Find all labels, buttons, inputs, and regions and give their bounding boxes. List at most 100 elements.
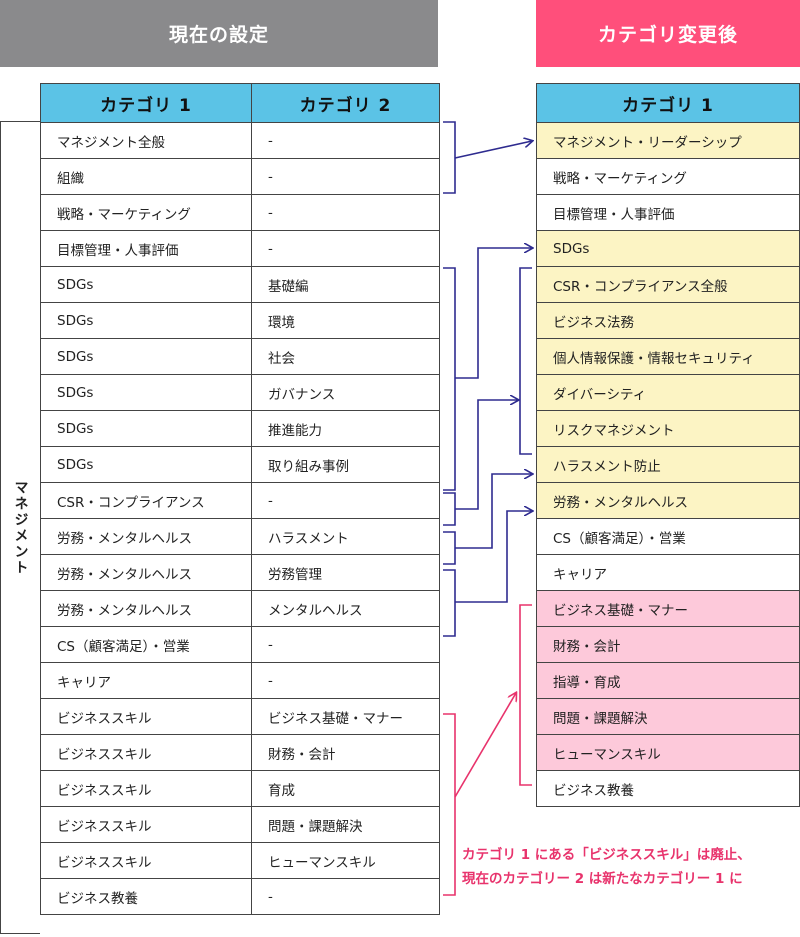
after-table-row: 目標管理・人事評価: [536, 194, 800, 231]
current-table-row: ビジネス教養-: [40, 878, 440, 915]
group-label: マネジメント: [12, 479, 29, 576]
current-category2-cell: -: [251, 122, 440, 159]
after-category1-cell: ハラスメント防止: [536, 446, 800, 483]
after-category1-cell: 問題・課題解決: [536, 698, 800, 735]
arrow-to-leadership: [454, 141, 532, 159]
current-table-row: 労務・メンタルヘルスハラスメント: [40, 518, 440, 555]
current-category-table: カテゴリ 1 カテゴリ 2 マネジメント全般-組織-戦略・マーケティング-目標管…: [40, 83, 440, 915]
after-table-header-row: カテゴリ 1: [536, 83, 800, 123]
current-category1-cell: 労務・メンタルヘルス: [40, 518, 252, 555]
current-category1-cell: 労務・メンタルヘルス: [40, 554, 252, 591]
current-category2-cell: メンタルヘルス: [251, 590, 440, 627]
current-category1-cell: ビジネス教養: [40, 878, 252, 915]
current-category2-cell: ビジネス基礎・マナー: [251, 698, 440, 735]
current-table-row: 戦略・マーケティング-: [40, 194, 440, 231]
after-category1-cell: 個人情報保護・情報セキュリティ: [536, 338, 800, 375]
current-table-row: マネジメント全般-: [40, 122, 440, 159]
after-change-banner: カテゴリ変更後: [536, 0, 800, 67]
current-category1-cell: ビジネススキル: [40, 734, 252, 771]
current-category1-cell: SDGs: [40, 374, 252, 411]
current-category2-cell: -: [251, 662, 440, 699]
group-label-cell: マネジメント: [0, 121, 40, 934]
current-category2-cell: -: [251, 878, 440, 915]
after-table-row: リスクマネジメント: [536, 410, 800, 447]
current-table-row: 労務・メンタルヘルス労務管理: [40, 554, 440, 591]
current-category1-cell: CS（顧客満足）・営業: [40, 626, 252, 663]
current-category2-cell: -: [251, 482, 440, 519]
after-table-row: CS（顧客満足）・営業: [536, 518, 800, 555]
after-table-row: ダイバーシティ: [536, 374, 800, 411]
current-category1-cell: 労務・メンタルヘルス: [40, 590, 252, 627]
bracket-csr-current: [443, 492, 456, 526]
current-table-row: ビジネススキル問題・課題解決: [40, 806, 440, 843]
arrow-to-labor: [455, 511, 532, 603]
current-category2-cell: ハラスメント: [251, 518, 440, 555]
after-table-row: 指導・育成: [536, 662, 800, 699]
after-table-row: ビジネス基礎・マナー: [536, 590, 800, 627]
current-table-row: ビジネススキル育成: [40, 770, 440, 807]
current-category1-cell: SDGs: [40, 410, 252, 447]
after-table-row: ハラスメント防止: [536, 446, 800, 483]
current-table-row: ビジネススキル財務・会計: [40, 734, 440, 771]
bracket-business-skill: [443, 713, 456, 896]
arrow-to-harassment: [455, 474, 532, 549]
after-category1-cell: SDGs: [536, 230, 800, 267]
after-category1-cell: ヒューマンスキル: [536, 734, 800, 771]
current-category1-cell: ビジネススキル: [40, 842, 252, 879]
after-col-category1: カテゴリ 1: [536, 83, 800, 123]
bracket-labor: [443, 569, 456, 637]
after-table-row: マネジメント・リーダーシップ: [536, 122, 800, 159]
after-category-table: カテゴリ 1 マネジメント・リーダーシップ戦略・マーケティング目標管理・人事評価…: [536, 83, 800, 807]
arrow-to-sdgs: [455, 248, 532, 379]
current-table-row: 労務・メンタルヘルスメンタルヘルス: [40, 590, 440, 627]
after-category1-cell: 指導・育成: [536, 662, 800, 699]
current-settings-title: 現在の設定: [168, 24, 269, 46]
current-category1-cell: ビジネススキル: [40, 806, 252, 843]
after-table-row: 労務・メンタルヘルス: [536, 482, 800, 519]
current-category1-cell: キャリア: [40, 662, 252, 699]
after-table-row: 財務・会計: [536, 626, 800, 663]
current-category2-cell: -: [251, 230, 440, 267]
bracket-sdgs: [443, 267, 456, 491]
bracket-csr-after: [519, 267, 532, 455]
current-category2-cell: 環境: [251, 302, 440, 339]
note-line-2: 現在のカテゴリー 2 は新たなカテゴリー 1 に: [462, 871, 743, 887]
after-category1-cell: マネジメント・リーダーシップ: [536, 122, 800, 159]
after-category1-cell: ビジネス基礎・マナー: [536, 590, 800, 627]
after-table-row: ビジネス法務: [536, 302, 800, 339]
bracket-harassment: [443, 531, 456, 565]
current-category2-cell: 労務管理: [251, 554, 440, 591]
after-category1-cell: キャリア: [536, 554, 800, 591]
current-category2-cell: -: [251, 626, 440, 663]
current-category2-cell: 問題・課題解決: [251, 806, 440, 843]
after-table-row: SDGs: [536, 230, 800, 267]
arrow-to-business-group: [454, 693, 516, 798]
current-category1-cell: SDGs: [40, 446, 252, 483]
current-category1-cell: SDGs: [40, 302, 252, 339]
current-category1-cell: CSR・コンプライアンス: [40, 482, 252, 519]
current-table-row: CSR・コンプライアンス-: [40, 482, 440, 519]
current-category1-cell: SDGs: [40, 266, 252, 303]
current-table-row: 組織-: [40, 158, 440, 195]
after-table-row: 個人情報保護・情報セキュリティ: [536, 338, 800, 375]
after-category1-cell: 財務・会計: [536, 626, 800, 663]
after-table-row: ヒューマンスキル: [536, 734, 800, 771]
current-category2-cell: 育成: [251, 770, 440, 807]
current-table-row: CS（顧客満足）・営業-: [40, 626, 440, 663]
current-table-row: ビジネススキルビジネス基礎・マナー: [40, 698, 440, 735]
current-col-category1: カテゴリ 1: [40, 83, 252, 123]
current-table-header-row: カテゴリ 1 カテゴリ 2: [40, 83, 440, 123]
current-table-row: ビジネススキルヒューマンスキル: [40, 842, 440, 879]
after-category1-cell: CS（顧客満足）・営業: [536, 518, 800, 555]
current-col-category2: カテゴリ 2: [251, 83, 440, 123]
current-category2-cell: 基礎編: [251, 266, 440, 303]
after-category1-cell: ダイバーシティ: [536, 374, 800, 411]
current-category2-cell: ガバナンス: [251, 374, 440, 411]
after-category1-cell: ビジネス法務: [536, 302, 800, 339]
current-category2-cell: -: [251, 158, 440, 195]
